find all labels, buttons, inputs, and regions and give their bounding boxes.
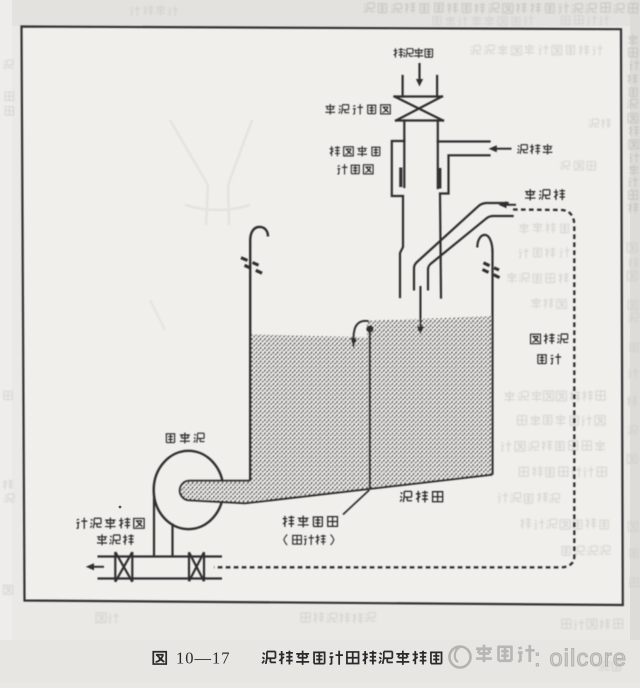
svg-text:10—17: 10—17 [176, 649, 231, 668]
svg-text:: oilcore: : oilcore [534, 645, 627, 672]
